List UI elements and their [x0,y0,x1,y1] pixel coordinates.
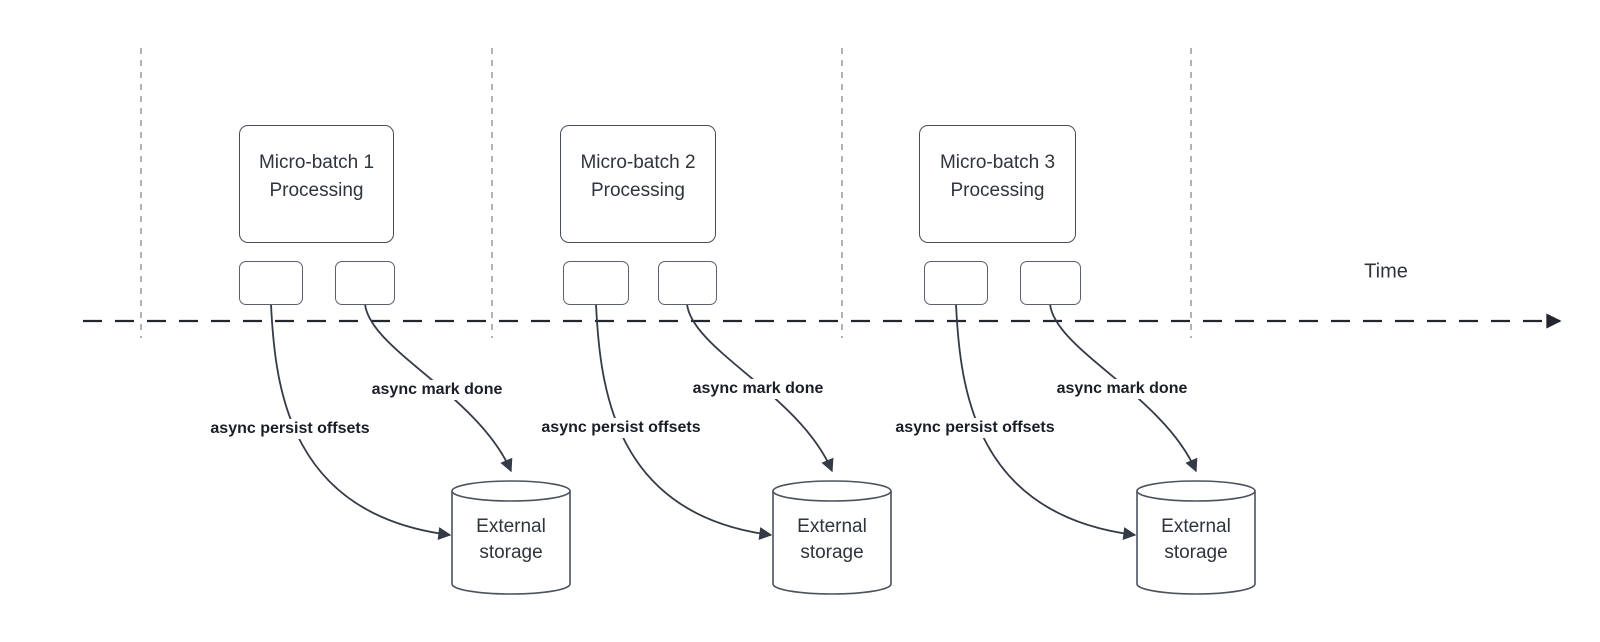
external-storage-cylinder-2 [772,480,892,595]
microbatch-3-processing-label: Micro-batch 3 Processing [939,152,1056,201]
persist-offsets-label-2: async persist offsets [537,418,705,438]
microbatch-1-processing-label: Micro-batch 1 Processing [258,152,375,201]
external-storage-label-1: External storage [476,516,546,563]
microbatch-3-processing-box: Micro-batch 3 Processing [919,125,1076,243]
persist-offsets-label-1: async persist offsets [206,419,374,439]
mark-done-connector-1 [364,303,513,473]
external-storage-cylinder-1 [451,480,571,595]
mark-done-task-box-2 [658,261,717,305]
persist-offsets-connector-3 [955,303,1137,540]
external-storage-label-3: External storage [1161,516,1231,563]
mark-done-label-1: async mark done [367,380,507,400]
persist-offsets-connector-1 [270,303,452,540]
microbatch-2-processing-box: Micro-batch 2 Processing [560,125,716,243]
persist-offsets-connector-2 [595,303,773,540]
offsets-task-box-1 [239,261,303,305]
mark-done-connector-3 [1049,303,1198,473]
microbatch-1-processing-box: Micro-batch 1 Processing [239,125,394,243]
persist-offsets-label-3: async persist offsets [891,418,1059,438]
mark-done-task-box-3 [1020,261,1081,305]
external-storage-label-2: External storage [797,516,867,563]
offsets-task-box-2 [563,261,629,305]
mark-done-connector-2 [686,303,834,473]
mark-done-label-3: async mark done [1052,379,1192,399]
time-axis-label: Time [1364,260,1408,283]
mark-done-task-box-1 [335,261,395,305]
offsets-task-box-3 [924,261,988,305]
microbatch-2-processing-label: Micro-batch 2 Processing [580,152,696,201]
external-storage-cylinder-3 [1136,480,1256,595]
mark-done-label-2: async mark done [688,379,828,399]
